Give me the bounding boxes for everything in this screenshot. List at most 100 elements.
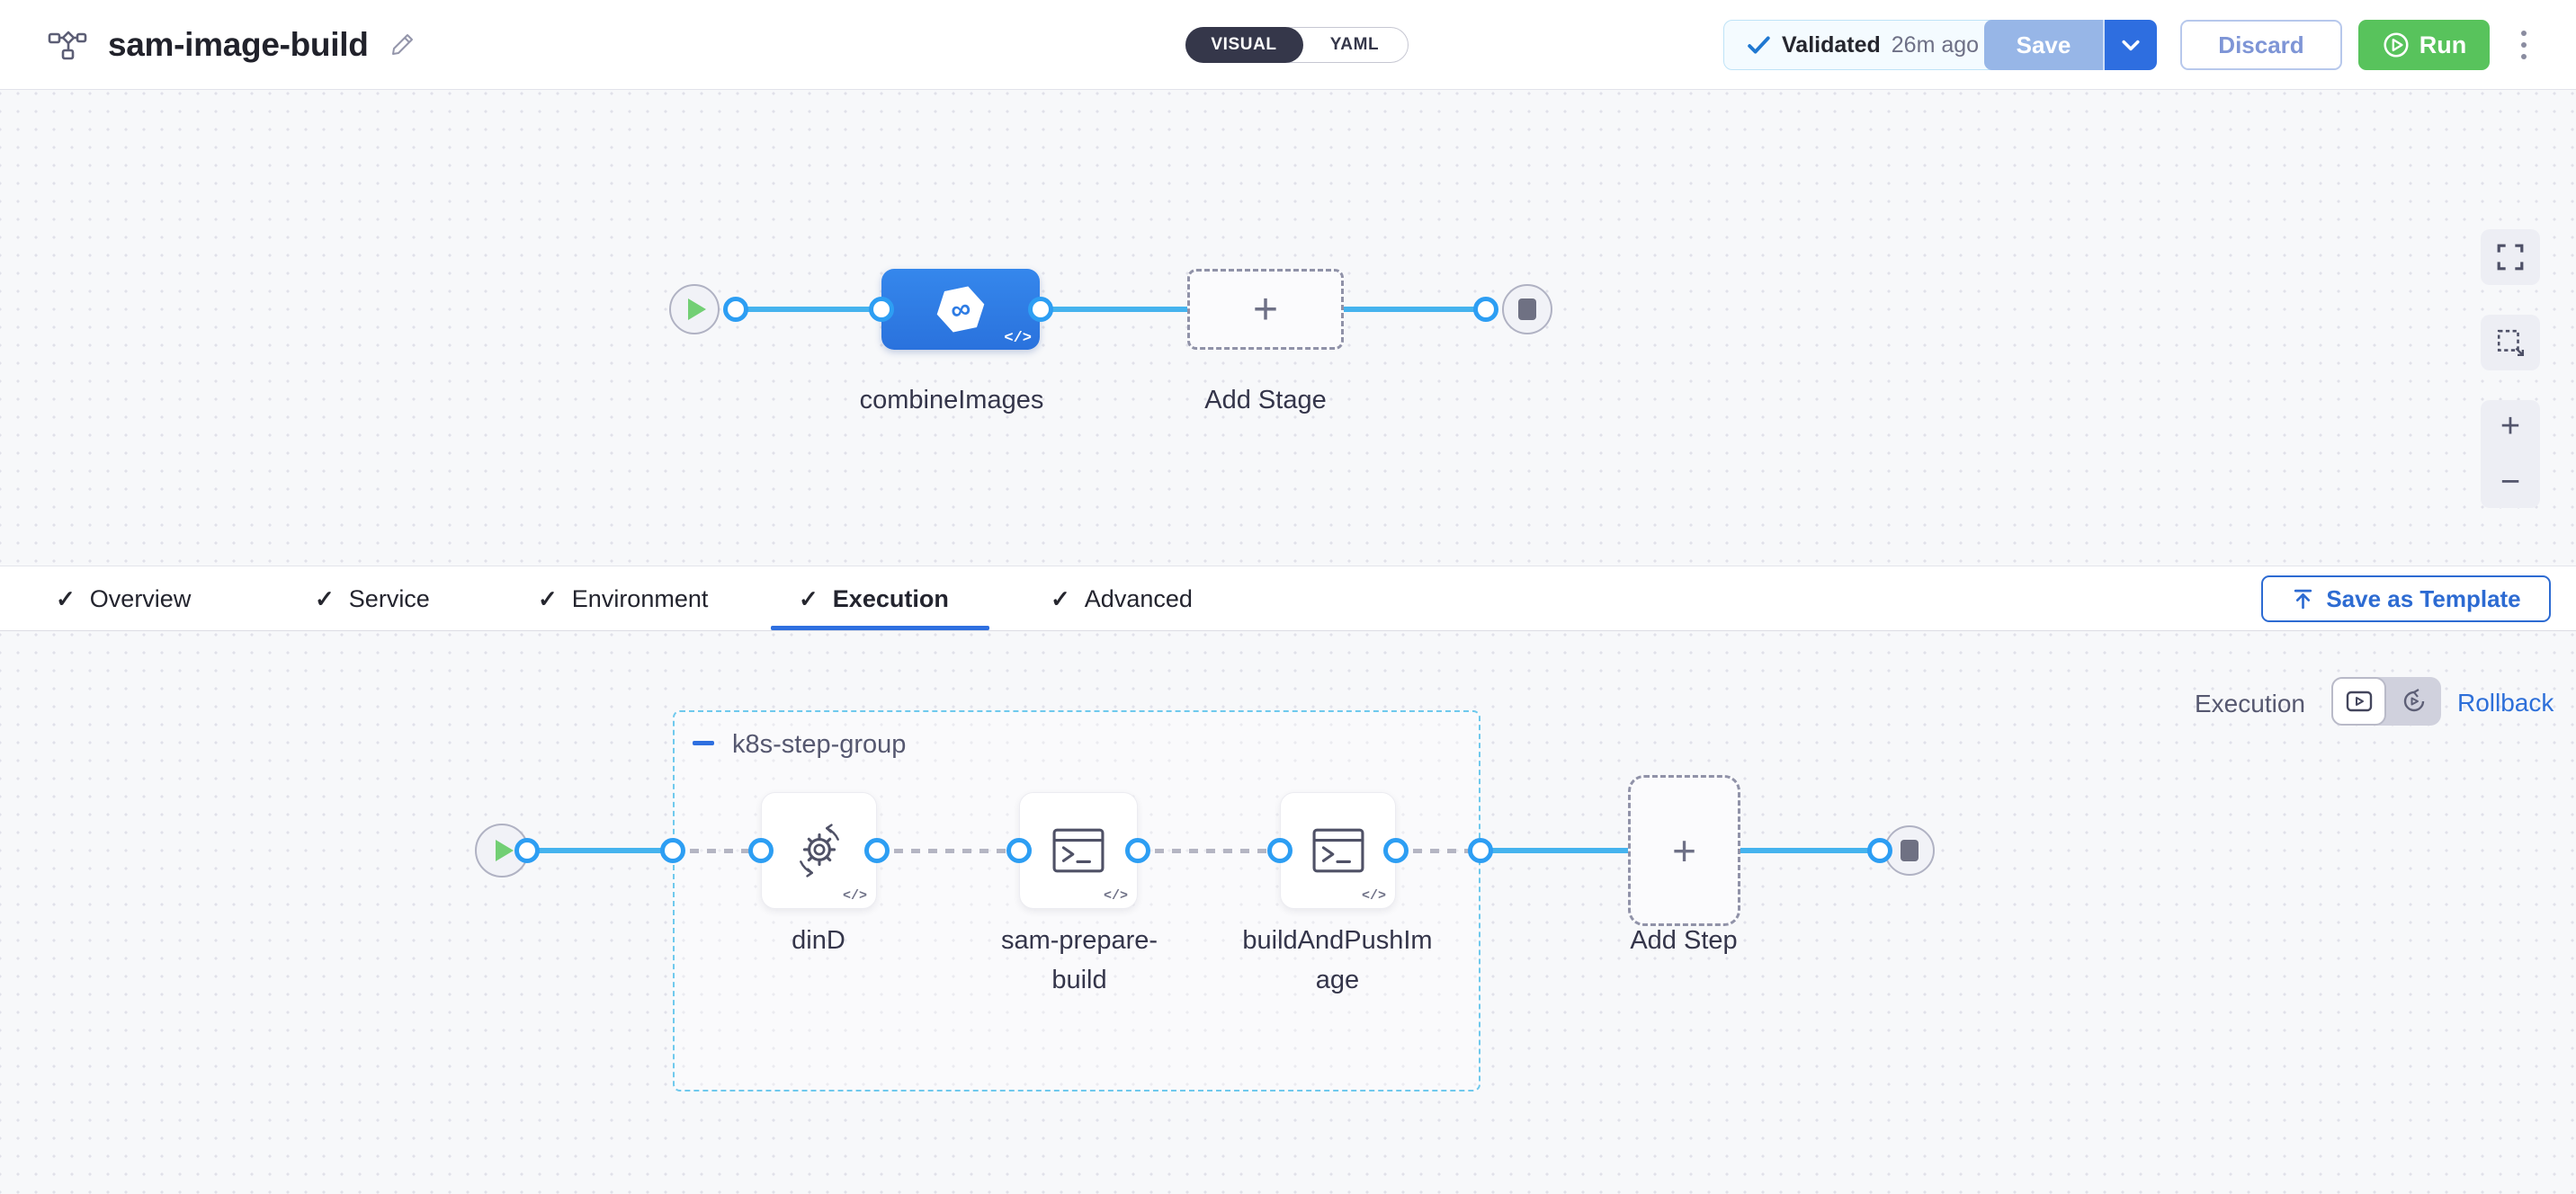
connector-ring <box>1267 838 1292 863</box>
rollback-link[interactable]: Rollback <box>2457 689 2554 717</box>
connector-ring <box>1473 297 1498 322</box>
toggle-visual[interactable]: VISUAL <box>1185 26 1303 63</box>
run-play-icon <box>2384 32 2409 58</box>
exec-flow-dashed <box>1138 849 1280 853</box>
execution-mode-label: Execution <box>2195 690 2305 717</box>
kebab-menu-icon <box>2521 31 2527 59</box>
chevron-down-icon <box>2122 40 2140 50</box>
step-label: buildAndPushImage <box>1242 926 1433 994</box>
stage-tab-bar: ✓ Overview ✓ Service ✓ Environment ✓ Exe… <box>0 566 2576 631</box>
exec-flow-dashed <box>1396 849 1480 853</box>
add-step-button[interactable]: + <box>1628 775 1740 926</box>
exec-flow-dashed <box>877 849 1019 853</box>
toggle-yaml[interactable]: YAML <box>1329 35 1380 54</box>
header: sam-image-build VISUAL YAML Validated 26… <box>0 0 2576 90</box>
discard-button[interactable]: Discard <box>2180 20 2342 70</box>
pencil-icon <box>391 34 413 55</box>
step-node-buildandpushimage[interactable]: </> <box>1280 792 1396 909</box>
select-area-button[interactable] <box>2481 315 2540 370</box>
check-icon: ✓ <box>1051 584 1070 612</box>
view-toggle[interactable]: VISUAL YAML <box>1185 26 1409 63</box>
zoom-controls: + − <box>2481 400 2540 508</box>
exec-flow-line <box>527 848 673 853</box>
zoom-in-button[interactable]: + <box>2500 407 2521 445</box>
start-play-icon <box>496 840 514 861</box>
code-view-icon: </> <box>1103 888 1128 904</box>
step-node-dind[interactable]: </> <box>761 792 877 909</box>
execution-canvas[interactable]: Execution Rollback k8s-step-group <box>0 631 2576 1194</box>
rollback-icon <box>2403 689 2424 712</box>
more-options-button[interactable] <box>2511 25 2536 65</box>
save-button[interactable]: Save <box>1984 20 2103 70</box>
tab-environment[interactable]: ✓ Environment <box>538 584 709 612</box>
check-icon: ✓ <box>56 584 76 612</box>
stop-icon <box>1518 298 1536 320</box>
active-tab-underline <box>771 626 989 630</box>
step-group-name: k8s-step-group <box>732 730 907 759</box>
stage-node-combineimages[interactable]: ∞ </> <box>881 269 1040 350</box>
execution-mode-button[interactable] <box>2331 677 2386 726</box>
add-stage-label: Add Stage <box>1204 386 1327 414</box>
code-view-icon: </> <box>1004 330 1032 347</box>
validation-time: 26m ago <box>1891 31 1980 58</box>
connector-ring <box>864 838 890 863</box>
upload-template-icon <box>2294 589 2312 609</box>
connector-ring <box>1006 838 1032 863</box>
step-label: dinD <box>792 926 845 955</box>
run-button[interactable]: Run <box>2358 20 2490 70</box>
connector-ring <box>748 838 774 863</box>
title-group: sam-image-build <box>47 0 416 90</box>
connector-ring <box>1468 838 1493 863</box>
add-step-label: Add Step <box>1630 926 1738 955</box>
check-icon: ✓ <box>799 584 818 612</box>
execution-rollback-toggle <box>2331 677 2441 726</box>
connector-ring <box>1383 838 1409 863</box>
fullscreen-button[interactable] <box>2481 229 2540 285</box>
tab-service[interactable]: ✓ Service <box>315 584 430 612</box>
rollback-mode-button[interactable] <box>2386 677 2441 726</box>
execution-steps-icon <box>2346 691 2372 712</box>
validation-status: Validated <box>1782 31 1881 58</box>
gear-sync-icon <box>799 824 839 878</box>
check-icon <box>1748 36 1770 54</box>
stage-canvas[interactable]: ∞ </> + combineImages Add Stage <box>0 90 2576 566</box>
step-node-sam-prepare-build[interactable]: </> <box>1019 792 1138 909</box>
connector-ring <box>660 838 685 863</box>
stop-icon <box>1901 840 1919 861</box>
connector-ring <box>1867 838 1892 863</box>
check-icon: ✓ <box>538 584 558 612</box>
save-as-template-button[interactable]: Save as Template <box>2261 575 2551 622</box>
fullscreen-icon <box>2497 244 2524 271</box>
tab-execution[interactable]: ✓ Execution <box>799 584 949 612</box>
stage-flow-line <box>729 307 1489 312</box>
pipeline-end-node <box>1502 284 1552 334</box>
code-view-icon: </> <box>842 888 867 904</box>
start-play-icon <box>688 298 706 320</box>
step-label: sam-prepare-build <box>1000 926 1158 994</box>
edit-title-button[interactable] <box>389 31 416 58</box>
code-view-icon: </> <box>1361 888 1386 904</box>
tab-advanced[interactable]: ✓ Advanced <box>1051 584 1193 612</box>
terminal-icon <box>1312 828 1364 873</box>
run-label: Run <box>2419 31 2467 58</box>
connector-ring <box>1028 297 1053 322</box>
plus-icon: + <box>1252 285 1279 334</box>
tab-overview[interactable]: ✓ Overview <box>56 584 192 612</box>
terminal-icon <box>1052 828 1105 873</box>
collapse-group-icon[interactable] <box>693 741 714 745</box>
stage-label: combineImages <box>859 386 1044 414</box>
pipeline-icon <box>48 31 87 60</box>
zoom-out-button[interactable]: − <box>2500 463 2521 501</box>
connector-ring <box>723 297 748 322</box>
page-title: sam-image-build <box>108 26 369 63</box>
save-options-button[interactable] <box>2103 20 2157 70</box>
validation-badge[interactable]: Validated 26m ago <box>1723 20 2004 70</box>
add-stage-button[interactable]: + <box>1187 269 1344 350</box>
connector-ring <box>514 838 540 863</box>
marquee-select-icon <box>2497 329 2525 357</box>
ci-stage-hexagon-icon: ∞ <box>936 286 985 333</box>
pipeline-start-node <box>669 284 720 334</box>
exec-flow-dashed <box>673 849 761 853</box>
check-icon: ✓ <box>315 584 335 612</box>
